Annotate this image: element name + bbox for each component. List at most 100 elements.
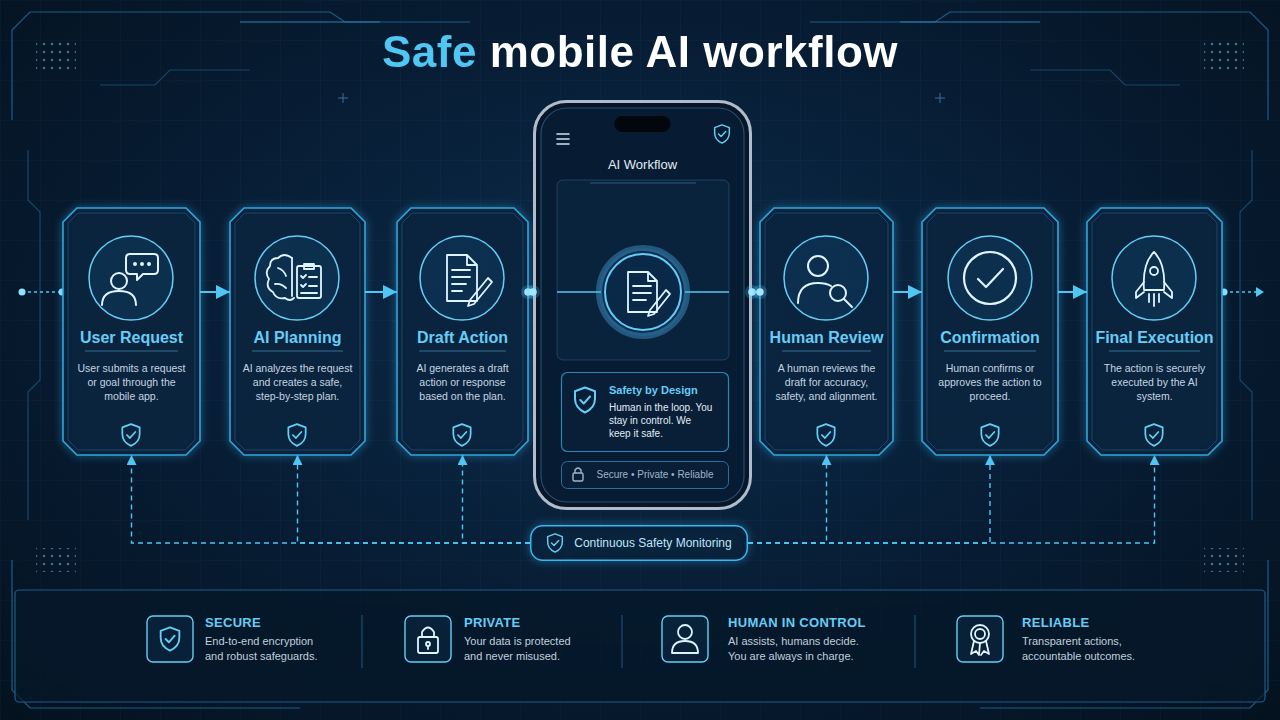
feature-heading: HUMAN IN CONTROL (728, 615, 866, 630)
step-heading: User Request (63, 329, 200, 347)
heading-rule (419, 351, 506, 352)
icon-ring (784, 236, 868, 320)
feature-panel (362, 615, 363, 668)
document-icon (468, 278, 492, 306)
step-node: User RequestUser submits a request or go… (63, 208, 200, 455)
diagram-title: Safe mobile AI workflow (382, 27, 898, 77)
step-node: Final ExecutionThe action is securely ex… (1087, 208, 1222, 455)
feature-node: SECUREEnd-to-end encryption and robust s… (140, 605, 355, 675)
flow-dot-glow (745, 285, 759, 299)
feature-heading: SECURE (205, 615, 261, 630)
feature-icon (971, 641, 989, 655)
shield-badge (981, 424, 998, 446)
icon-ring (89, 236, 1196, 320)
brain-plan-icon (301, 275, 317, 293)
monitoring-connector (748, 455, 990, 543)
shield-badge (122, 388, 1162, 553)
feature-icon (975, 629, 985, 639)
monitoring-connector (132, 455, 531, 543)
flow-entry-line (19, 289, 26, 296)
feature-heading: RELIABLE (1022, 615, 1089, 630)
reviewer-icon (844, 299, 852, 307)
step-box-border (1087, 208, 1222, 455)
rocket-icon (1136, 282, 1172, 298)
flow-connector (893, 291, 922, 293)
feature-icon (427, 646, 429, 649)
step-description: Human confirms or approves the action to… (933, 361, 1047, 403)
feature-description: Transparent actions, accountable outcome… (1022, 634, 1150, 664)
center-document-icon (599, 248, 687, 336)
check-icon (964, 252, 1016, 304)
brain-plan-icon (297, 266, 321, 298)
phone-notch (615, 116, 671, 132)
brain-plan-icon (267, 255, 294, 300)
shield-badge (453, 424, 470, 446)
feature-icon-box (662, 616, 708, 662)
step-box-border (922, 208, 1058, 455)
flow-connector (1058, 291, 1087, 293)
phone-screen-detail (557, 125, 729, 360)
circuit-frame (1030, 70, 1180, 85)
circuit-frame (980, 560, 1268, 708)
safety-panel (562, 373, 729, 452)
heading-rule (1109, 351, 1200, 352)
dot-cluster (36, 40, 1244, 572)
circuit-frame (12, 12, 1268, 708)
lock-icon (573, 473, 583, 481)
feature-panel (15, 590, 1265, 702)
check-icon (978, 269, 1003, 287)
heading-rule (944, 351, 1036, 352)
flow-connector (200, 291, 230, 293)
shield-badge (122, 424, 139, 446)
rocket-icon (1150, 267, 1158, 275)
monitor-label: Continuous Safety Monitoring (566, 525, 740, 561)
circuit-frame (240, 21, 1040, 22)
step-description: User submits a request or goal through t… (74, 361, 189, 403)
panel-body: Human in the loop. You stay in control. … (609, 401, 715, 440)
feature-icon (161, 627, 180, 650)
circuit-frame (1240, 150, 1252, 520)
brain-plan-icon (267, 255, 321, 300)
step-box-border (397, 208, 528, 455)
center-document-icon (605, 254, 681, 330)
flow-connector (752, 291, 760, 293)
icon-ring (255, 236, 339, 320)
rocket-icon (1136, 252, 1172, 306)
document-icon (447, 255, 492, 306)
status-chip (562, 462, 729, 489)
feature-panel (915, 615, 916, 668)
flow-dot (748, 288, 756, 296)
user-chat-icon (148, 263, 150, 265)
rocket-icon (1144, 252, 1165, 290)
reviewer-icon (830, 285, 846, 301)
circuit-frame (28, 150, 40, 520)
phone-screen-detail (715, 125, 730, 143)
chip-node: Secure • Private • Reliable (561, 461, 729, 489)
user-chat-icon (141, 263, 143, 265)
monitoring-connector (298, 455, 531, 543)
step-node: Human ReviewA human reviews the draft fo… (760, 208, 893, 455)
monitor-node: Continuous Safety Monitoring (530, 525, 748, 561)
feature-panel (622, 615, 623, 668)
flow-connector (365, 291, 397, 293)
monitoring-connector (748, 455, 827, 543)
screen-title: AI Workflow (533, 157, 752, 172)
dot-cluster (36, 548, 76, 572)
step-heading: Human Review (760, 329, 893, 347)
flow-exit-line (1224, 291, 1258, 293)
phone-node: AI WorkflowSafety by DesignHuman in the … (533, 100, 752, 510)
feature-node: PRIVATEYour data is protected and never … (398, 605, 613, 675)
phone-screen-detail (590, 183, 696, 184)
center-document-icon (599, 248, 687, 336)
heading-rule (85, 351, 178, 352)
feature-node: HUMAN IN CONTROLAI assists, humans decid… (655, 605, 905, 675)
feature-icon (672, 641, 698, 653)
step-node: AI PlanningAI analyzes the request and c… (230, 208, 365, 455)
feature-panel (15, 590, 1265, 702)
circuit-frame (12, 560, 300, 708)
inner-node: Safety by DesignHuman in the loop. You s… (561, 372, 729, 452)
